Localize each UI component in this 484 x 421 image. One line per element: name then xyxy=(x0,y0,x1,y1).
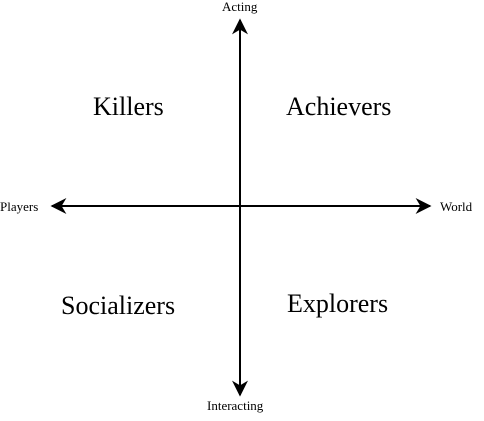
axis-label-bottom: Interacting xyxy=(207,398,264,413)
axis-label-top: Acting xyxy=(222,0,258,14)
quadrant-label-top-right: Achievers xyxy=(286,92,392,121)
axis-label-left: Players xyxy=(0,199,39,214)
quadrant-label-bottom-right: Explorers xyxy=(287,289,389,318)
quadrant-label-top-left: Killers xyxy=(93,92,164,121)
axis-label-right: World xyxy=(440,199,473,214)
quadrant-label-bottom-left: Socializers xyxy=(61,291,176,320)
